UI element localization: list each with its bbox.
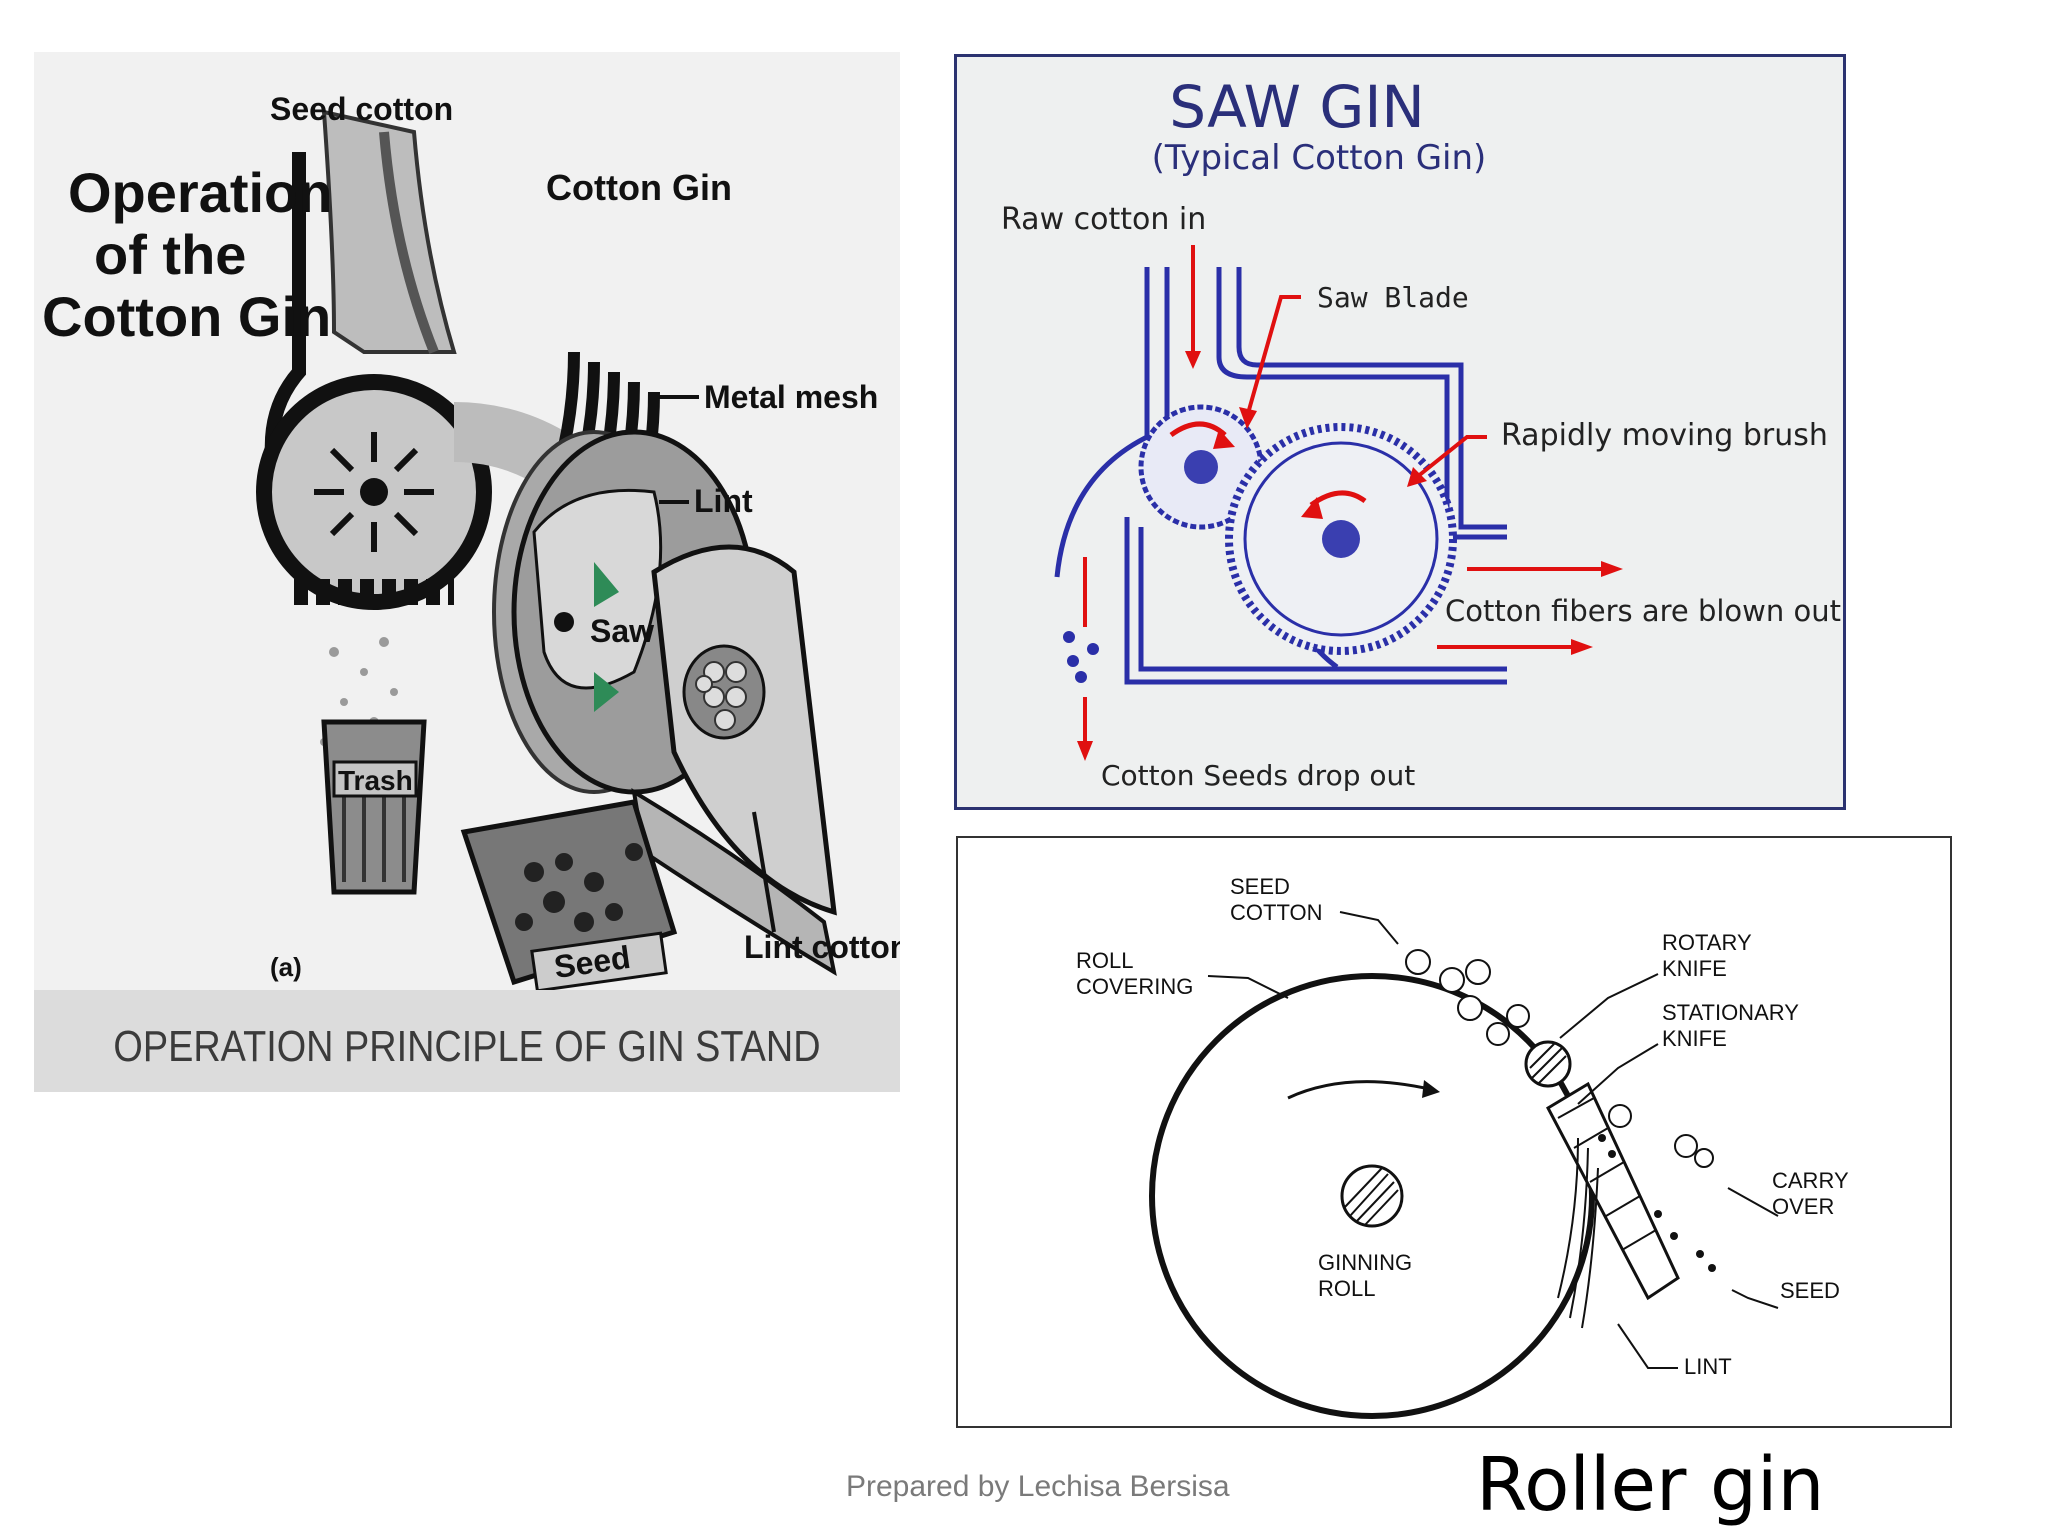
saw-arrow-lower <box>594 672 619 712</box>
fibers-arrowhead-lower <box>1571 639 1593 655</box>
label-rotary-knife-2: KNIFE <box>1662 956 1727 981</box>
title-line-1: Operation <box>68 161 332 224</box>
brush-drum-hub <box>1322 520 1360 558</box>
label-raw-cotton: Raw cotton in <box>1001 202 1206 237</box>
lint-cotton-chute <box>631 788 837 977</box>
label-saw: Saw <box>590 613 654 649</box>
label-roll-covering-1: ROLL <box>1076 948 1133 973</box>
seed-cotton-tufts <box>1405 949 1530 1046</box>
label-cotton-gin: Cotton Gin <box>546 167 732 208</box>
label-seeds-drop: Cotton Seeds drop out <box>1101 759 1415 792</box>
feeder-spokes <box>314 432 434 552</box>
label-ginning-roll-2: ROLL <box>1318 1276 1375 1301</box>
seed-cotton-chute <box>321 109 457 354</box>
label-carry-over-1: CARRY <box>1772 1168 1849 1193</box>
leader-lines <box>659 395 776 933</box>
saw-blade-leader <box>1245 295 1301 418</box>
saw-gin-subtitle: (Typical Cotton Gin) <box>1152 138 1487 178</box>
dropping-seeds <box>1063 631 1099 683</box>
stationary-knife <box>1546 1081 1680 1301</box>
label-trash: Trash <box>338 765 413 796</box>
trash-bin <box>321 719 427 895</box>
roll-shaft <box>1340 1164 1404 1228</box>
brush-roll-cells <box>695 661 747 731</box>
label-stationary-knife-1: STATIONARY <box>1662 1000 1799 1025</box>
label-a: (a) <box>270 952 302 982</box>
roll-rotation-arrow <box>1287 1080 1435 1100</box>
saw-rotation-arrowhead <box>1213 429 1235 449</box>
label-saw-blade: Saw Blade <box>1317 281 1469 314</box>
brush-drum-inner <box>1243 441 1439 637</box>
saw-gin-title: SAW GIN <box>1169 73 1425 141</box>
lint-seeds <box>1598 1134 1716 1272</box>
raw-cotton-arrowhead <box>1185 351 1201 369</box>
label-fibers: Cotton fibers are blown out <box>1445 594 1841 628</box>
label-brush: Rapidly moving brush <box>1501 418 1828 453</box>
brush-leader <box>1415 435 1487 479</box>
gin-stand-illustration: Operation of the Cotton Gin Seed cotton … <box>42 91 900 993</box>
label-lint-output: LINT <box>1684 1354 1732 1379</box>
title-line-2: of the <box>94 223 246 286</box>
brush-leader-head <box>1407 467 1427 487</box>
label-metal-mesh: Metal mesh <box>704 379 878 415</box>
label-lint: Lint <box>694 483 753 519</box>
gin-stand-diagram: Operation of the Cotton Gin Seed cotton … <box>34 52 900 1092</box>
carry-over-tufts <box>1608 1104 1714 1168</box>
saw-hub <box>554 612 574 632</box>
brush-rotation-arrowhead <box>1301 497 1323 519</box>
roller-gin-illustration: SEED COTTON ROLL COVERING ROTARY KNIFE S… <box>1076 874 1849 1419</box>
footer-credit: Prepared by Lechisa Bersisa <box>846 1470 1230 1503</box>
seed-tray <box>460 799 678 986</box>
roll-rotation-arrowhead <box>1422 1080 1440 1098</box>
rotary-knife <box>1524 1040 1572 1088</box>
saw-gin-diagram: SAW GIN (Typical Cotton Gin) Raw cotton … <box>954 54 1846 810</box>
label-seed-cotton-2: COTTON <box>1230 900 1322 925</box>
roller-gin-diagram: SEED COTTON ROLL COVERING ROTARY KNIFE S… <box>956 836 1952 1428</box>
label-rotary-knife-1: ROTARY <box>1662 930 1752 955</box>
seed-label-box <box>530 931 668 993</box>
seeds-arrowhead <box>1077 741 1093 761</box>
label-lint-cotton: Lint cotton <box>744 929 900 965</box>
rotary-knife-hatch <box>1529 1043 1567 1085</box>
saw-arrow-upper <box>594 562 619 607</box>
trash-bin-ribs <box>342 792 406 882</box>
seed-pile <box>515 843 643 932</box>
saw-blade-leader-head <box>1239 407 1257 429</box>
saw-blade-hub <box>1184 450 1218 484</box>
fibers-arrowhead-upper <box>1601 561 1623 577</box>
roller-gin-title: Roller gin <box>1476 1442 1825 1528</box>
label-roll-covering-2: COVERING <box>1076 974 1193 999</box>
label-ginning-roll-1: GINNING <box>1318 1250 1412 1275</box>
label-carry-over-2: OVER <box>1772 1194 1834 1219</box>
roller-leader-lines <box>1207 911 1779 1369</box>
label-stationary-knife-2: KNIFE <box>1662 1026 1727 1051</box>
label-seed-cotton: Seed cotton <box>270 91 453 127</box>
saw-gin-illustration: SAW GIN (Typical Cotton Gin) Raw cotton … <box>1001 73 1841 792</box>
trash-bin-label-box <box>332 760 418 798</box>
caption-operation-principle: OPERATION PRINCIPLE OF GIN STAND <box>113 1022 821 1071</box>
roll-shaft-hatch <box>1343 1167 1399 1227</box>
label-seed-output: SEED <box>1780 1278 1840 1303</box>
lint-fibers <box>1557 1137 1599 1329</box>
feeder-hub <box>360 478 388 506</box>
stationary-knife-hatch <box>1557 1097 1657 1251</box>
caption-bar <box>34 990 900 1092</box>
title-line-3: Cotton Gin <box>42 285 331 348</box>
label-seed-cotton-1: SEED <box>1230 874 1290 899</box>
chute-shadow <box>379 131 439 354</box>
